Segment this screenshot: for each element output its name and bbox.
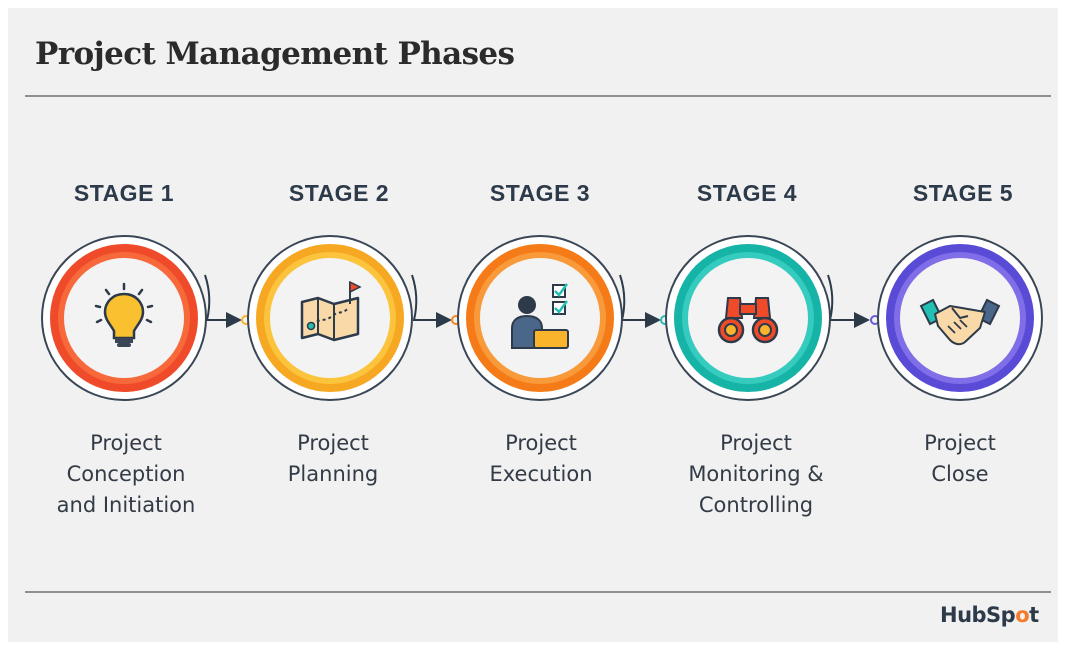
stage-1-circle bbox=[41, 235, 207, 401]
stage-2-description: Project Planning bbox=[228, 428, 438, 490]
logo-sprocket-o: o bbox=[1015, 603, 1030, 627]
stage-5-desc-line-1: Project bbox=[924, 431, 996, 455]
stage-2-label: STAGE 2 bbox=[288, 180, 390, 206]
logo-text-prefix: HubSp bbox=[940, 603, 1016, 627]
connector-4-5 bbox=[827, 274, 880, 328]
stage-2-circle bbox=[247, 235, 413, 401]
bottom-divider bbox=[25, 591, 1051, 593]
stage-5-desc-line-2: Close bbox=[931, 462, 989, 486]
stage-4-circle bbox=[665, 235, 831, 401]
stage-3-desc-line-1: Project bbox=[505, 431, 577, 455]
stage-3-desc-line-2: Execution bbox=[489, 462, 593, 486]
stage-3-description: Project Execution bbox=[436, 428, 646, 490]
stage-3-label: STAGE 3 bbox=[489, 180, 591, 206]
connector-2-3 bbox=[411, 274, 461, 328]
binoculars-icon bbox=[717, 297, 779, 344]
stage-4-description: Project Monitoring & Controlling bbox=[651, 428, 861, 521]
stage-1-label: STAGE 1 bbox=[73, 180, 175, 206]
lightbulb-icon bbox=[94, 282, 154, 347]
stage-5-description: Project Close bbox=[855, 428, 1065, 490]
connector-3-4 bbox=[619, 274, 670, 328]
stage-2-desc-line-1: Project bbox=[297, 431, 369, 455]
stage-1-desc-line-2: Conception bbox=[66, 462, 186, 486]
stage-4-label: STAGE 4 bbox=[696, 180, 798, 206]
stage-1-desc-line-1: Project bbox=[90, 431, 162, 455]
top-divider bbox=[25, 95, 1051, 97]
page-title: Project Management Phases bbox=[35, 36, 515, 72]
map-icon bbox=[300, 280, 362, 342]
worker-checklist-icon bbox=[511, 283, 569, 349]
connector-1-2 bbox=[204, 274, 251, 328]
logo-text-suffix: t bbox=[1029, 603, 1039, 627]
handshake-icon bbox=[919, 298, 1001, 346]
stage-5-label: STAGE 5 bbox=[912, 180, 1014, 206]
stage-1-desc-line-3: and Initiation bbox=[56, 493, 196, 517]
stage-4-desc-line-1: Project bbox=[720, 431, 792, 455]
stage-4-desc-line-3: Controlling bbox=[698, 493, 814, 517]
stage-2-desc-line-2: Planning bbox=[287, 462, 379, 486]
stage-4-desc-line-2: Monitoring & bbox=[688, 462, 824, 486]
stage-3-circle bbox=[457, 235, 623, 401]
hubspot-logo: HubSpot bbox=[940, 603, 1039, 627]
stage-5-circle bbox=[877, 235, 1043, 401]
stage-1-description: Project Conception and Initiation bbox=[21, 428, 231, 521]
